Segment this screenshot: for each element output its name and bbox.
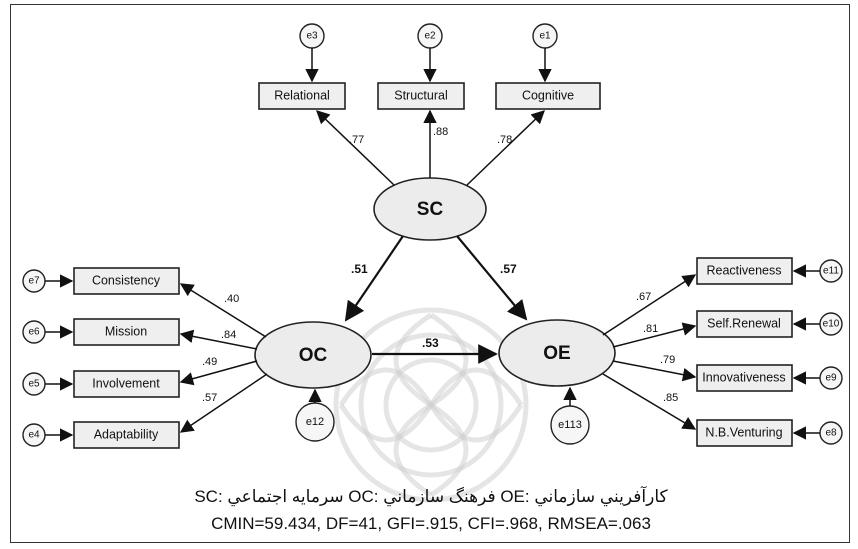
error-e9-label: e9 xyxy=(825,373,837,384)
error-e1-label: e1 xyxy=(539,31,551,42)
coef-reactiveness: .67 xyxy=(636,291,651,303)
legend-caption: SC: سرمايه اجتماعي OC: فرهنگ سازماني OE:… xyxy=(194,485,668,507)
coef-sc-oe: .57 xyxy=(500,262,517,276)
coef-mission: .84 xyxy=(221,329,236,341)
path-sc-oc xyxy=(344,235,404,322)
error-e4: e4 xyxy=(22,423,46,447)
error-e10-label: e10 xyxy=(823,319,840,330)
loading-oe-reactiveness xyxy=(602,274,697,336)
loading-oc-adaptability xyxy=(179,373,268,433)
coef-nb-venturing: .85 xyxy=(663,392,678,404)
error-e7: e7 xyxy=(22,269,46,293)
coef-structural: .88 xyxy=(433,126,448,138)
indicator-nb-venturing: N.B.Venturing xyxy=(696,419,793,447)
coef-self-renewal: .81 xyxy=(643,323,658,335)
loading-oc-consistency xyxy=(179,283,267,338)
error-e2-label: e2 xyxy=(424,31,436,42)
latent-oe-label: OE xyxy=(543,343,570,364)
loading-sc-relational xyxy=(316,110,395,186)
error-e5: e5 xyxy=(22,372,46,396)
indicator-involvement-label: Involvement xyxy=(92,376,160,390)
indicator-nb-venturing-label: N.B.Venturing xyxy=(705,425,782,439)
error-e6-label: e6 xyxy=(28,327,40,338)
indicator-structural-label: Structural xyxy=(394,88,448,102)
indicator-self-renewal: Self.Renewal xyxy=(696,310,793,338)
error-e4-label: e4 xyxy=(28,430,40,441)
coef-adaptability: .57 xyxy=(202,392,217,404)
error-e9: e9 xyxy=(819,366,843,390)
fit-indices-caption: CMIN=59.434, DF=41, GFI=.915, CFI=.968, … xyxy=(211,514,651,533)
indicator-mission: Mission xyxy=(73,318,180,346)
coef-oc-oe: .53 xyxy=(422,336,439,350)
indicator-innovativeness-label: Innovativeness xyxy=(702,370,785,384)
error-e10: e10 xyxy=(819,312,843,336)
loading-oe-nb-venturing xyxy=(602,373,697,430)
coef-sc-oc: .51 xyxy=(351,262,368,276)
diagram-frame: Relational Structural Cognitive e3 e2 e1… xyxy=(10,4,850,543)
error-e5-label: e5 xyxy=(28,379,40,390)
residual-e113-label: e113 xyxy=(558,419,582,431)
indicator-self-renewal-label: Self.Renewal xyxy=(707,316,781,330)
latent-oe: OE xyxy=(498,319,616,387)
latent-oc-label: OC xyxy=(299,345,328,366)
loading-oe-self-renewal xyxy=(612,322,697,348)
residual-e113: e113 xyxy=(550,405,590,445)
indicator-relational: Relational xyxy=(258,82,346,110)
error-e11-label: e11 xyxy=(823,266,839,277)
coef-relational: .77 xyxy=(349,134,364,146)
coef-innovativeness: .79 xyxy=(660,354,675,366)
indicator-cognitive-label: Cognitive xyxy=(522,88,574,102)
error-e3-label: e3 xyxy=(306,31,318,42)
indicator-reactiveness-label: Reactiveness xyxy=(706,263,781,277)
error-e11: e11 xyxy=(819,259,843,283)
error-e1: e1 xyxy=(532,23,558,49)
loading-sc-cognitive xyxy=(466,110,545,186)
indicator-consistency: Consistency xyxy=(73,267,180,295)
indicator-consistency-label: Consistency xyxy=(92,273,161,287)
error-e3: e3 xyxy=(299,23,325,49)
sem-path-diagram: Relational Structural Cognitive e3 e2 e1… xyxy=(22,23,843,533)
error-e8: e8 xyxy=(819,421,843,445)
indicator-adaptability-label: Adaptability xyxy=(94,427,159,441)
residual-e12: e12 xyxy=(295,402,335,442)
indicator-reactiveness: Reactiveness xyxy=(696,257,793,285)
path-sc-oe xyxy=(456,235,528,321)
indicator-innovativeness: Innovativeness xyxy=(696,364,793,392)
coef-cognitive: .78 xyxy=(497,134,512,146)
indicator-cognitive: Cognitive xyxy=(495,82,601,110)
error-e7-label: e7 xyxy=(28,276,40,287)
indicator-mission-label: Mission xyxy=(105,324,147,338)
error-e2: e2 xyxy=(417,23,443,49)
indicator-structural: Structural xyxy=(377,82,465,110)
watermark-ornament xyxy=(333,307,529,503)
loading-oc-involvement xyxy=(179,360,258,386)
indicator-involvement: Involvement xyxy=(73,370,180,398)
loading-oc-mission xyxy=(179,329,258,350)
indicator-relational-label: Relational xyxy=(274,88,330,102)
loading-oe-innovativeness xyxy=(612,360,697,382)
latent-sc-label: SC xyxy=(417,199,444,220)
coef-involvement: .49 xyxy=(202,356,217,368)
latent-sc: SC xyxy=(373,177,487,241)
error-e8-label: e8 xyxy=(825,428,837,439)
coef-consistency: .40 xyxy=(224,293,239,305)
latent-oc: OC xyxy=(254,321,372,389)
error-e6: e6 xyxy=(22,320,46,344)
residual-e12-label: e12 xyxy=(306,416,324,428)
indicator-adaptability: Adaptability xyxy=(73,421,180,449)
